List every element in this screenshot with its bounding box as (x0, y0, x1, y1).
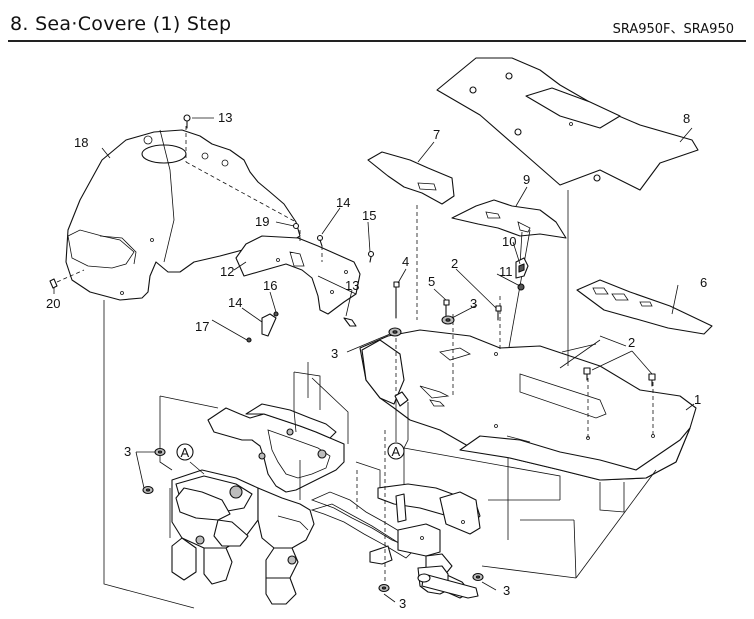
callout-10: 10 (502, 234, 516, 249)
callout-13-mid: 13 (345, 278, 359, 293)
callout-16: 16 (263, 278, 277, 293)
part-2-bolt-mid (495, 305, 502, 321)
callout-3-bottom-left: 3 (399, 596, 406, 611)
callout-3-bottom-right: 3 (503, 583, 510, 598)
reference-a-left: A (176, 443, 194, 461)
part-4-bolt (393, 281, 400, 319)
part-3-nut-bottom-right (472, 572, 484, 582)
callout-3-mid: 3 (470, 296, 477, 311)
callout-9: 9 (523, 172, 530, 187)
callout-6: 6 (700, 275, 707, 290)
callout-2-right: 2 (628, 335, 635, 350)
callout-12: 12 (220, 264, 234, 279)
callout-18: 18 (74, 135, 88, 150)
part-3-nut-frame-upper (154, 447, 166, 457)
part-17-nut (246, 337, 252, 343)
header-divider (8, 40, 746, 42)
callout-11: 11 (499, 264, 513, 279)
part-3-nut-left (388, 327, 402, 337)
part-16-washer (273, 311, 279, 317)
part-13-screw-top (183, 114, 191, 129)
callout-7: 7 (433, 127, 440, 142)
reference-a-left-label: A (181, 445, 190, 460)
part-13-screw (343, 317, 357, 327)
part-3-nut-bottom-left (378, 583, 390, 593)
part-2-bolt-right-a (583, 367, 591, 381)
callout-5: 5 (428, 274, 435, 289)
callout-8: 8 (683, 111, 690, 126)
callout-leaders (53, 117, 695, 603)
part-3-nut-mid (441, 315, 455, 325)
callout-19: 19 (255, 214, 269, 229)
part-11-bolt (517, 283, 525, 291)
part-15-screw (367, 250, 375, 263)
callout-13-top: 13 (218, 110, 232, 125)
part-7-plate (367, 151, 455, 320)
model-numbers: SRA950F、SRA950 (612, 22, 734, 37)
callout-15: 15 (362, 208, 376, 223)
part-18-seat-cover (65, 129, 301, 301)
callout-4: 4 (402, 254, 409, 269)
page-title: 8. Sea·Covere (1) Step (10, 13, 232, 35)
part-19-screw (292, 222, 300, 230)
callout-1: 1 (694, 392, 701, 407)
assembly-guide-lines (103, 190, 657, 609)
callout-3-left: 3 (331, 346, 338, 361)
reference-a-right: A (387, 442, 405, 460)
part-2-bolt-right-b (648, 373, 656, 387)
callout-14-top: 14 (336, 195, 350, 210)
callout-20: 20 (46, 296, 60, 311)
reference-a-right-label: A (392, 444, 401, 459)
callout-17: 17 (195, 319, 209, 334)
callout-14-bottom: 14 (228, 295, 242, 310)
part-1-step (359, 329, 697, 481)
part-5-bolt (443, 299, 450, 317)
frame-pipe (417, 565, 479, 599)
part-12-side-bracket (235, 235, 361, 337)
callout-labels: 8 7 9 6 1 2 2 10 11 5 3 4 3 12 13 18 19 … (46, 110, 707, 611)
part-10-clip (515, 257, 529, 279)
callout-3-frame: 3 (124, 444, 131, 459)
part-20-pin (49, 269, 85, 289)
frame-assembly (169, 403, 417, 605)
part-3-nut-frame-lower (142, 485, 154, 495)
part-8-cover-plate (436, 57, 699, 191)
part-6-plate (576, 279, 713, 335)
callout-2-mid: 2 (451, 256, 458, 271)
part-14-screw (316, 234, 324, 247)
